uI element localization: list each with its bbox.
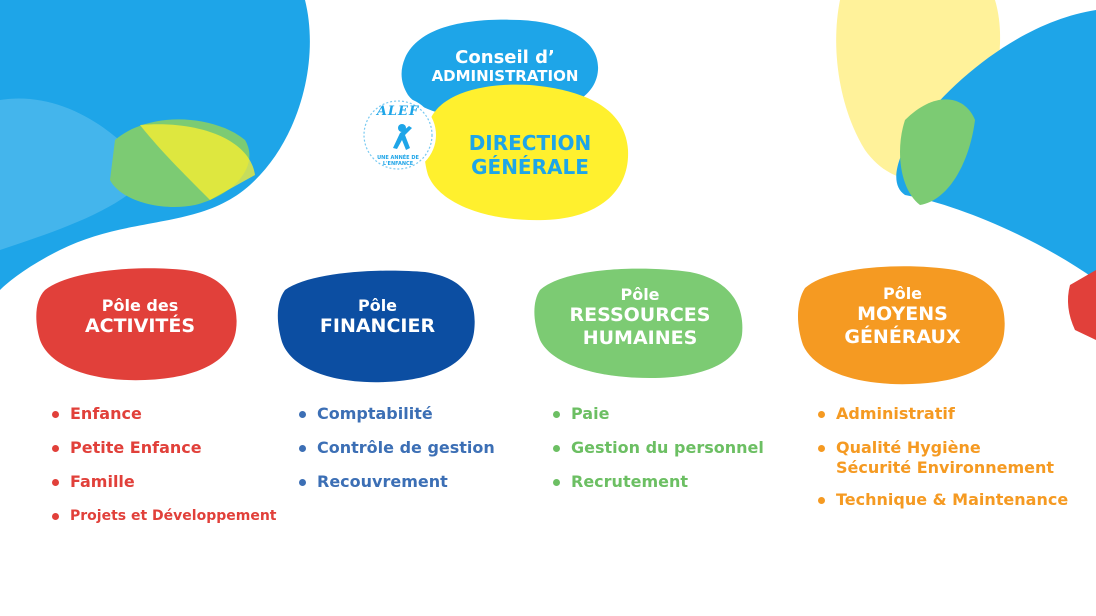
list-item-multiline: Qualité Hygiène Sécurité Environnement: [818, 438, 1068, 478]
pole-financier-name: FINANCIER: [319, 315, 436, 338]
list-item: Gestion du personnel: [553, 438, 764, 458]
pole-rh-title: Pôle RESSOURCES HUMAINES: [540, 285, 740, 350]
logo-subtext: UNE ANNÉE DE L'ENFANCE: [377, 155, 419, 167]
pole-activites-list: Enfance Petite Enfance Famille Projets e…: [52, 404, 276, 540]
direction-blob: [424, 84, 629, 221]
pole-rh-list: Paie Gestion du personnel Recrutement: [553, 404, 764, 506]
pole-moyens-label: Pôle: [882, 284, 923, 303]
list-item: Technique & Maintenance: [818, 490, 1068, 510]
top-right-green-blob: [900, 99, 975, 205]
list-item-line1: Qualité Hygiène: [836, 438, 981, 457]
list-item: Administratif: [818, 404, 1068, 424]
list-item: Petite Enfance: [52, 438, 276, 458]
direction-line2: GÉNÉRALE: [471, 154, 589, 179]
list-item: Comptabilité: [299, 404, 495, 424]
pole-activites-name: ACTIVITÉS: [84, 315, 196, 338]
pole-rh-name-line2: HUMAINES: [582, 326, 698, 349]
logo-figure-icon: [393, 124, 412, 150]
list-item-line2: Sécurité Environnement: [836, 458, 1055, 477]
direction-generale-title: DIRECTION GÉNÉRALE: [450, 131, 610, 179]
pole-moyens-title: Pôle MOYENS GÉNÉRAUX: [805, 284, 1000, 349]
conseil-line2: ADMINISTRATION: [431, 67, 579, 86]
pole-rh-label: Pôle: [620, 285, 660, 304]
list-item: Paie: [553, 404, 764, 424]
list-item: Recouvrement: [299, 472, 495, 492]
pole-moyens-blob: [797, 266, 1005, 385]
list-item: Enfance: [52, 404, 276, 424]
right-red-blob: [1067, 270, 1096, 340]
pole-rh-name-line1: RESSOURCES: [569, 304, 711, 327]
list-item: Contrôle de gestion: [299, 438, 495, 458]
pole-moyens-name-line1: MOYENS: [857, 303, 948, 326]
logo-text: ALEF: [376, 104, 420, 119]
logo-circle: [360, 97, 436, 173]
pole-financier-label: Pôle: [357, 296, 398, 315]
pole-financier-title: Pôle FINANCIER: [285, 296, 470, 338]
pole-financier-list: Comptabilité Contrôle de gestion Recouvr…: [299, 404, 495, 506]
pole-activites-blob: [36, 268, 237, 381]
top-left-lightblue-wash: [0, 98, 150, 250]
pole-moyens-name-line2: GÉNÉRAUX: [844, 325, 961, 348]
list-item: Recrutement: [553, 472, 764, 492]
pole-activites-label: Pôle des: [101, 296, 179, 315]
top-right-blue-blob: [896, 10, 1096, 280]
pole-moyens-list: Administratif Qualité Hygiène Sécurité E…: [818, 404, 1068, 524]
pole-financier-blob: [277, 270, 475, 383]
conseil-administration-title: Conseil d’ ADMINISTRATION: [410, 47, 600, 86]
list-item: Famille: [52, 472, 276, 492]
conseil-line1: Conseil d’: [455, 47, 555, 68]
list-item: Projets et Développement: [52, 506, 276, 526]
pole-rh-blob: [534, 268, 743, 378]
top-left-yellow-wash: [140, 124, 255, 200]
direction-line1: DIRECTION: [468, 131, 592, 155]
pole-activites-title: Pôle des ACTIVITÉS: [45, 296, 235, 338]
